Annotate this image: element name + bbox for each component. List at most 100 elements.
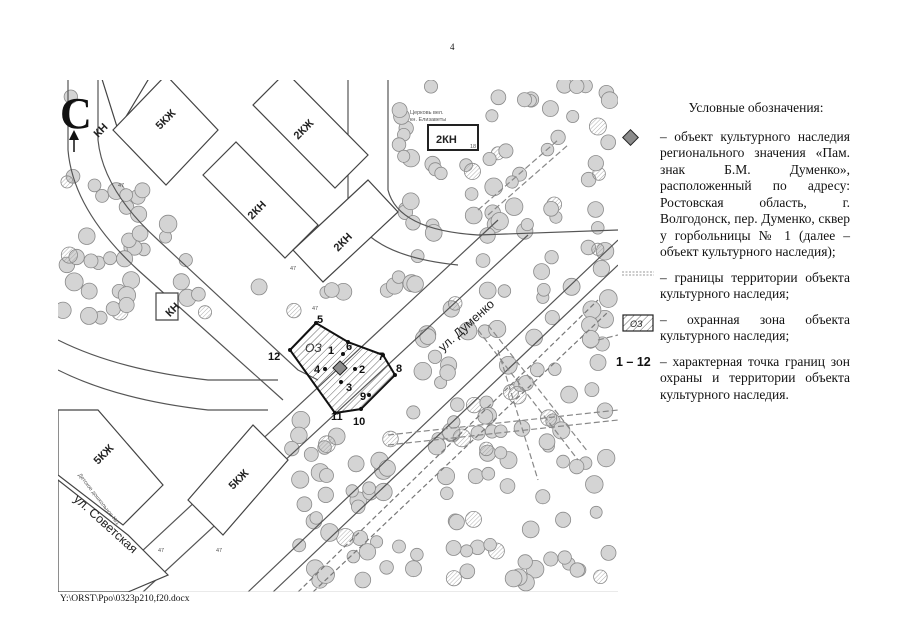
tree-icon	[470, 425, 486, 441]
tree-icon	[317, 486, 334, 503]
monument-diamond-icon	[332, 360, 348, 376]
tree-icon	[465, 510, 482, 528]
boundary-points	[288, 321, 397, 415]
building-5kk-bottom	[187, 424, 289, 536]
tree-icon	[566, 109, 580, 123]
tree-icon	[397, 149, 411, 163]
tree-icon	[504, 197, 524, 216]
tree-icon	[379, 560, 394, 575]
tree-icon	[172, 273, 190, 291]
tree-icon	[95, 189, 109, 203]
legend-item-points: 1 – 12 – характерная точка границ зон ох…	[616, 353, 850, 404]
tree-icon	[581, 330, 600, 348]
building-2kn-b	[292, 179, 399, 283]
tree-icon	[485, 109, 499, 123]
tree-icon	[378, 459, 396, 477]
grey-diamond-icon	[622, 128, 639, 146]
north-letter: С	[60, 89, 92, 138]
tree-icon	[197, 305, 212, 320]
tree-icon	[520, 218, 534, 232]
page-number: 4	[450, 42, 455, 52]
tree-icon	[427, 349, 443, 364]
tree-icon	[589, 354, 607, 371]
tree-icon	[521, 520, 540, 539]
tree-icon	[557, 550, 572, 565]
tree-icon	[562, 277, 581, 296]
tree-icon	[445, 540, 462, 556]
tree-icon	[464, 187, 479, 201]
tree-icon	[134, 182, 151, 199]
church-building	[427, 124, 479, 151]
church-caption-1: Церковь вел.	[410, 110, 444, 116]
tree-icon	[504, 569, 523, 588]
point-marker-1	[341, 352, 345, 356]
tree-icon	[555, 511, 572, 528]
tree-icon	[382, 430, 399, 448]
tree-icon	[410, 249, 425, 264]
tree-icon	[178, 253, 193, 268]
tree-icon	[410, 547, 424, 562]
tree-icon	[593, 569, 608, 585]
tree-icon	[391, 102, 408, 119]
point-marker-12	[288, 348, 292, 352]
tree-icon	[362, 481, 376, 496]
point-marker-11	[333, 411, 337, 415]
point-label-12: 12	[268, 351, 280, 363]
label-church: 2КН	[436, 134, 457, 146]
tree-icon	[490, 89, 507, 106]
tree-icon	[78, 227, 96, 245]
tree-icon	[405, 215, 421, 231]
building-5kzh-bottom	[58, 409, 164, 526]
tree-icon	[316, 565, 335, 584]
tree-icon	[465, 396, 483, 414]
point-marker-4	[323, 367, 327, 371]
tree-icon	[290, 426, 308, 445]
tree-icon	[569, 562, 585, 578]
tree-icon	[296, 496, 313, 513]
tree-icon	[80, 282, 98, 300]
point-label-9: 9	[360, 391, 366, 403]
zone-label: ОЗ	[305, 341, 322, 355]
tree-icon	[498, 143, 514, 159]
tree-icon	[413, 362, 433, 381]
tree-icon	[598, 289, 618, 308]
tree-icon	[587, 201, 604, 218]
tree-icon	[374, 482, 393, 502]
tree-icon	[591, 221, 605, 235]
tree-icon	[541, 100, 559, 118]
tree-icon	[346, 549, 361, 564]
tree-icon	[475, 253, 491, 268]
point-label-6: 6	[346, 341, 352, 353]
legend-point-range: 1 – 12	[616, 354, 651, 369]
tree-icon	[60, 246, 78, 264]
tree-icon	[303, 446, 319, 462]
tree-icon	[131, 225, 149, 242]
tree-icon	[589, 117, 607, 136]
tree-icon	[309, 511, 323, 525]
house-number-3: 47	[158, 548, 164, 554]
tree-icon	[401, 192, 420, 211]
point-marker-5	[314, 321, 318, 325]
tree-icon	[600, 544, 617, 561]
tree-icon	[494, 424, 508, 438]
tree-icon	[130, 205, 148, 223]
point-label-1: 1	[328, 345, 334, 357]
tree-icon	[80, 306, 98, 325]
legend-text-points: – характерная точка границ зон охраны и …	[660, 353, 850, 402]
tree-icon	[529, 362, 545, 378]
tree-icon	[419, 328, 437, 345]
tree-icon	[450, 397, 465, 412]
tree-icon	[543, 551, 559, 567]
tree-icon	[467, 468, 484, 485]
tree-icon	[87, 178, 102, 193]
legend-title: Условные обозначения:	[688, 100, 824, 115]
tree-icon	[463, 162, 481, 180]
legend-item-territory: – границы территории объекта культурного…	[622, 270, 850, 303]
tree-icon	[292, 538, 307, 553]
point-label-10: 10	[353, 416, 365, 428]
tree-icon	[597, 448, 616, 468]
tree-icon	[477, 408, 494, 425]
point-label-3: 3	[346, 382, 352, 394]
tree-icon	[536, 283, 551, 297]
tree-icon	[478, 281, 497, 300]
